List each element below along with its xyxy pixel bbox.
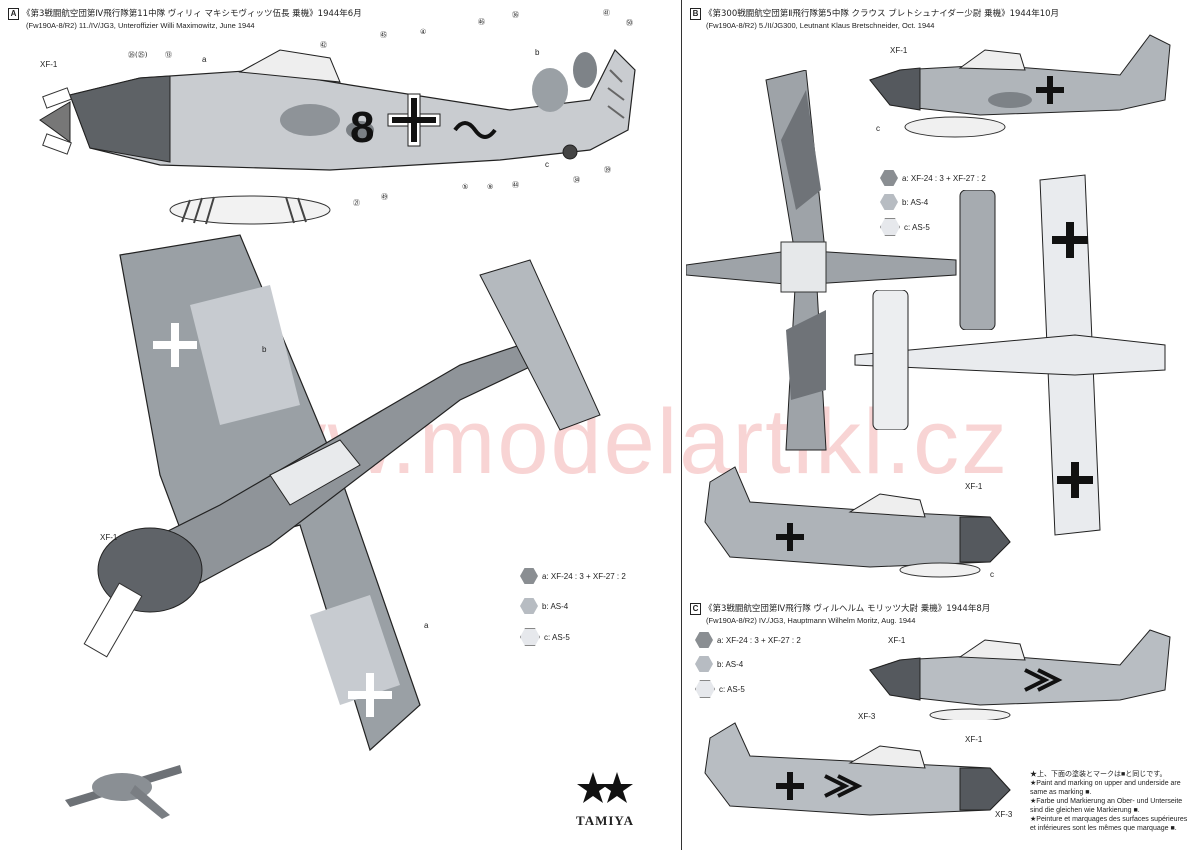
section-a-subtitle: (Fw190A-8/R2) 11./IV/JG3, Unteroffizier … bbox=[26, 21, 255, 30]
brand-name: TAMIYA bbox=[575, 813, 634, 828]
note-block: ★上、下面の塗装とマークは■と同じです。 ★Paint and marking … bbox=[1030, 770, 1195, 833]
callout-a-10: ㊾ bbox=[381, 193, 388, 201]
drop-tank bbox=[169, 195, 331, 225]
section-b-underside-plan bbox=[854, 174, 1166, 536]
callout-a-8: ㊿ bbox=[626, 19, 633, 27]
ref-a-plan: a bbox=[424, 621, 429, 630]
swatch-c-a bbox=[695, 632, 713, 648]
legend-c-item-c: c: AS-5 bbox=[695, 680, 801, 698]
ref-xf3-c2: XF-3 bbox=[995, 810, 1013, 819]
legend-a-item-a: a: XF-24 : 3 + XF-27 : 2 bbox=[520, 568, 626, 584]
section-b-subtitle: (Fw190A-8/R2) 5./II/JG300, Leutnant Klau… bbox=[706, 21, 935, 30]
swatch-b-b bbox=[880, 194, 898, 210]
section-b-tailplane-upper bbox=[959, 190, 996, 330]
page-divider bbox=[681, 0, 682, 850]
callout-a-5: ㊻ bbox=[478, 18, 485, 26]
legend-c: a: XF-24 : 3 + XF-27 : 2 b: AS-4 c: AS-5 bbox=[695, 632, 801, 698]
section-a-title: 《第3戦闘航空団第Ⅳ飛行隊第11中隊 ヴィリィ マキシモヴィッツ伍長 乗機》19… bbox=[22, 9, 362, 19]
legend-a: a: XF-24 : 3 + XF-27 : 2 b: AS-4 c: AS-5 bbox=[520, 568, 626, 646]
ref-c-a: c bbox=[545, 160, 549, 169]
callout-a-13: ㊹ bbox=[512, 181, 519, 189]
section-b-drop-tank bbox=[904, 116, 1006, 138]
section-c-side-top bbox=[869, 629, 1171, 720]
section-b-upper-plan bbox=[686, 70, 957, 451]
ref-b-plan: b bbox=[262, 345, 267, 354]
callout-a-7: ㊶ bbox=[603, 9, 610, 17]
ref-c-b: c bbox=[876, 124, 880, 133]
legend-b-item-a: a: XF-24 : 3 + XF-27 : 2 bbox=[880, 170, 986, 186]
section-a-plan-view bbox=[83, 234, 601, 752]
tamiya-stars-icon bbox=[577, 772, 633, 803]
section-b-tailplane-lower bbox=[872, 290, 909, 430]
ref-xf1-c2: XF-1 bbox=[965, 735, 983, 744]
section-b-side-top bbox=[869, 34, 1171, 116]
swatch-b-a bbox=[880, 170, 898, 186]
note-de: ★Farbe und Markierung an Ober- und Unter… bbox=[1030, 798, 1183, 814]
legend-a-item-c: c: AS-5 bbox=[520, 628, 626, 646]
swatch-b-c bbox=[880, 218, 900, 236]
section-c-header: C《第3戦闘航空団第Ⅳ飛行隊 ヴィルヘルム モリッツ大尉 乗機》1944年8月 bbox=[690, 603, 990, 615]
ref-b-a: b bbox=[535, 48, 540, 57]
ref-xf1-c: XF-1 bbox=[888, 636, 906, 645]
ref-xf1-b2: XF-1 bbox=[965, 482, 983, 491]
callout-a-0: ㉖(㉕) bbox=[128, 51, 148, 59]
tamiya-logo: TAMIYA bbox=[560, 768, 650, 829]
callout-a-6: ㊱ bbox=[512, 11, 519, 19]
svg-text:8: 8 bbox=[350, 103, 374, 152]
callout-a-11: ⑤ bbox=[462, 183, 469, 191]
section-b-title: 《第300戦闘航空団第Ⅱ飛行隊第5中隊 クラウス ブレトシュナイダー少尉 乗機》… bbox=[704, 9, 1060, 19]
section-a-side-profile: 8 bbox=[39, 48, 636, 225]
ref-xf1-a: XF-1 bbox=[40, 60, 58, 69]
callout-a-9: ㉑ bbox=[353, 199, 360, 207]
ref-xf1-b: XF-1 bbox=[890, 46, 908, 55]
note-en: ★Paint and marking on upper and undersid… bbox=[1030, 780, 1181, 796]
callout-a-15: ㊴ bbox=[604, 166, 611, 174]
ref-a-a: a bbox=[202, 55, 207, 64]
callout-a-12: ⑨ bbox=[487, 183, 494, 191]
swatch-c bbox=[520, 628, 540, 646]
legend-c-item-b: b: AS-4 bbox=[695, 656, 801, 672]
legend-b: a: XF-24 : 3 + XF-27 : 2 b: AS-4 c: AS-5 bbox=[880, 170, 986, 236]
callout-a-2: ㊷ bbox=[320, 41, 327, 49]
swatch-c-c bbox=[695, 680, 715, 698]
ref-xf3-c: XF-3 bbox=[858, 712, 876, 721]
note-jp: ★上、下面の塗装とマークは■と同じです。 bbox=[1030, 771, 1167, 778]
note-fr: ★Peinture et marquages des surfaces supé… bbox=[1030, 816, 1188, 832]
swatch-b bbox=[520, 598, 538, 614]
legend-b-item-b: b: AS-4 bbox=[880, 194, 986, 210]
swatch-a bbox=[520, 568, 538, 584]
swatch-c-b bbox=[695, 656, 713, 672]
section-b-header: B《第300戦闘航空団第Ⅱ飛行隊第5中隊 クラウス ブレトシュナイダー少尉 乗機… bbox=[690, 8, 1059, 20]
section-a-header: A《第3戦闘航空団第Ⅳ飛行隊第11中隊 ヴィリィ マキシモヴィッツ伍長 乗機》1… bbox=[8, 8, 362, 20]
legend-c-item-a: a: XF-24 : 3 + XF-27 : 2 bbox=[695, 632, 801, 648]
section-b-side-bottom bbox=[704, 466, 1011, 578]
section-c-letter: C bbox=[690, 603, 701, 615]
aircraft-render bbox=[65, 765, 182, 819]
callout-a-14: ㉞ bbox=[573, 176, 580, 184]
section-c-subtitle: (Fw190A-8/R2) IV./JG3, Hauptmann Wilhelm… bbox=[706, 616, 916, 625]
section-b-letter: B bbox=[690, 8, 701, 20]
legend-b-item-c: c: AS-5 bbox=[880, 218, 986, 236]
section-c-title: 《第3戦闘航空団第Ⅳ飛行隊 ヴィルヘルム モリッツ大尉 乗機》1944年8月 bbox=[704, 604, 991, 614]
section-c-side-bottom bbox=[704, 722, 1011, 816]
callout-a-3: ㊺ bbox=[380, 31, 387, 39]
callout-a-1: ⑬ bbox=[165, 51, 172, 59]
section-a-letter: A bbox=[8, 8, 19, 20]
callout-a-4: ④ bbox=[420, 28, 427, 36]
legend-a-item-b: b: AS-4 bbox=[520, 598, 626, 614]
ref-c-b2: c bbox=[990, 570, 994, 579]
ref-xf1-plan: XF-1 bbox=[100, 533, 118, 542]
